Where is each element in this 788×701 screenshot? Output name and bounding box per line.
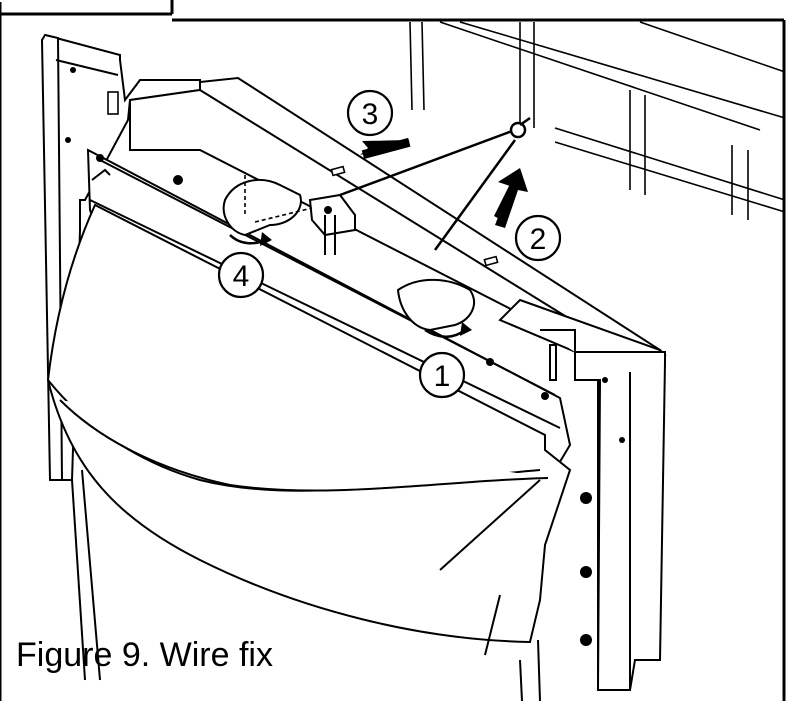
callout-circles: [217, 89, 562, 399]
rail-holes: [96, 154, 549, 400]
callout-2: 2: [530, 223, 547, 256]
right-panel-screws: [65, 67, 625, 646]
clamps: [222, 179, 475, 332]
callout-1: 1: [434, 360, 451, 393]
panel-slots: [107, 91, 499, 267]
hanging-wire: [339, 116, 531, 251]
arrowheads: [260, 232, 472, 336]
wall-grid: [409, 21, 786, 220]
appliance-right-side: [540, 329, 666, 691]
wire-flap: [46, 203, 572, 701]
callout-numbers: 3 2 4 1: [233, 98, 547, 393]
callout-3: 3: [362, 98, 379, 131]
dashed-wire: [244, 175, 313, 223]
direction-arrows: [360, 137, 528, 228]
figure-caption: Figure 9. Wire fix: [16, 636, 273, 674]
callout-4: 4: [233, 260, 250, 293]
